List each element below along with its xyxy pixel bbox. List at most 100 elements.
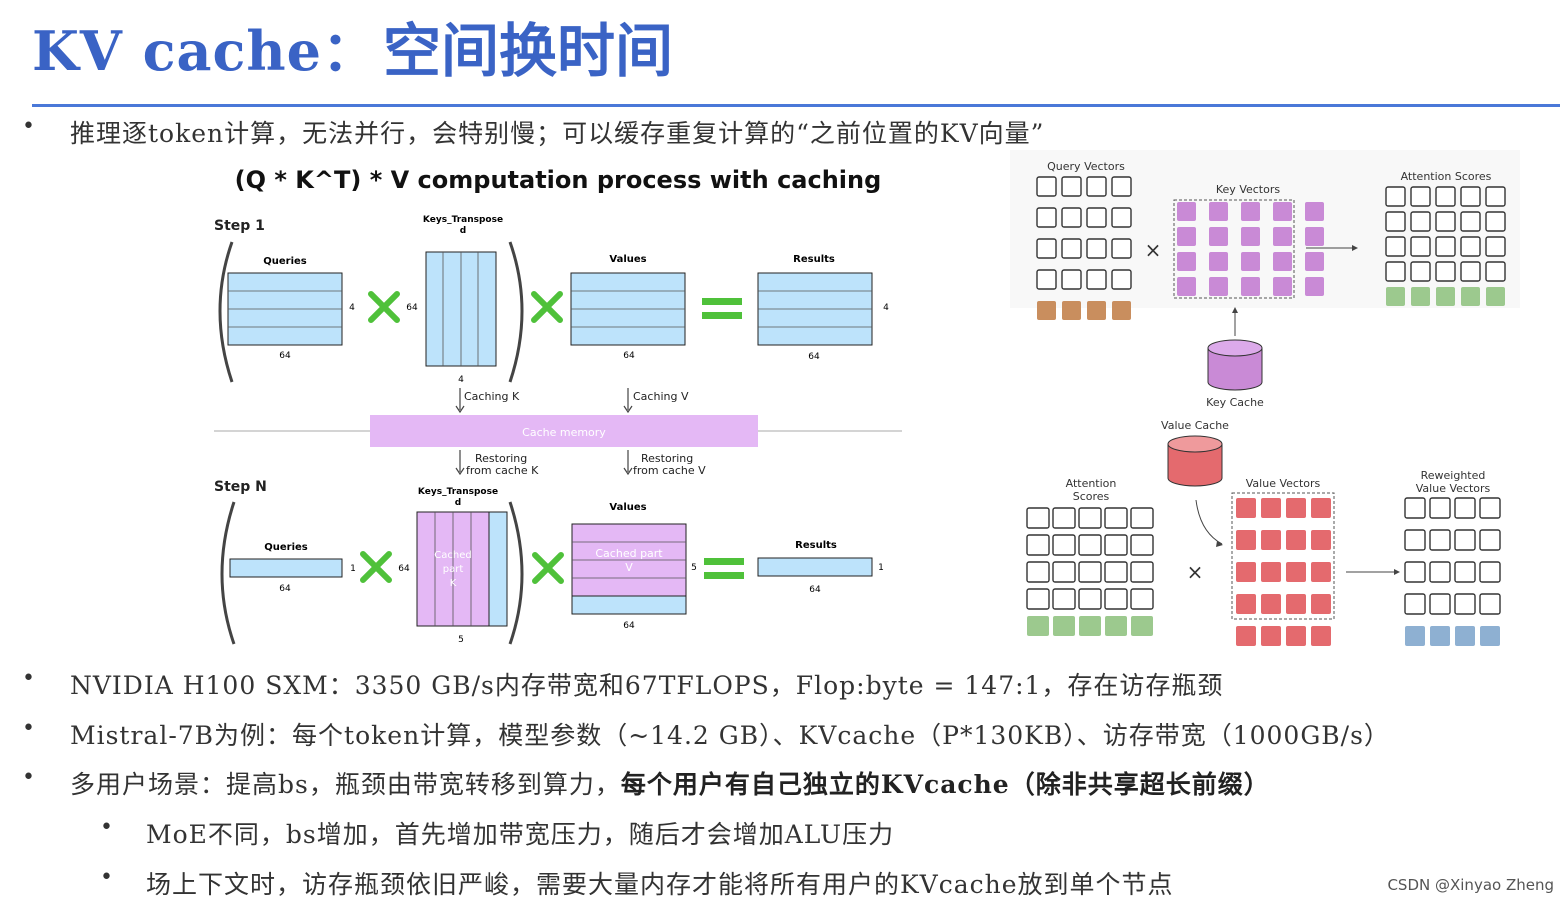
reweighted-value-grid-cell xyxy=(1429,497,1451,519)
reweighted-value-grid-cell xyxy=(1405,626,1425,646)
attention-scores-grid-cell xyxy=(1435,261,1456,282)
query-vectors-grid-cell xyxy=(1036,176,1057,197)
reweighted-value-grid xyxy=(1404,497,1501,646)
key-vectors-label: Key Vectors xyxy=(1216,183,1280,196)
value-vectors-grid-cell xyxy=(1236,594,1256,614)
key-vectors-grid-cell xyxy=(1177,252,1196,271)
query-vectors-grid-cell xyxy=(1086,207,1107,228)
attention-scores-grid-2-cell xyxy=(1104,561,1128,583)
values-label-n: Values xyxy=(609,502,646,513)
svg-text:d: d xyxy=(455,498,461,508)
attention-scores-grid-cell xyxy=(1486,287,1505,306)
key-vectors-grid-cell xyxy=(1177,202,1196,221)
reweighted-value-grid-cell xyxy=(1429,593,1451,615)
key-vectors-grid-cell xyxy=(1209,252,1228,271)
attention-scores-grid-cell xyxy=(1385,236,1406,257)
query-vectors-grid-cell xyxy=(1111,207,1132,228)
results-label: Results xyxy=(793,254,835,265)
attention-scores-grid-2-cell xyxy=(1052,507,1076,529)
query-vectors-grid-cell xyxy=(1111,269,1132,290)
sub-bullet-1: • MoE不同，bs增加，首先增加带宽压力，随后才会增加ALU压力 xyxy=(100,815,895,851)
attention-scores-grid-cell xyxy=(1411,287,1430,306)
key-vectors-grid-cell xyxy=(1305,252,1324,271)
reweighted-value-grid-cell xyxy=(1454,529,1476,551)
bullet-3-text: Mistral-7B为例：每个token计算，模型参数（~14.2 GB）、KV… xyxy=(70,721,1390,750)
attention-scores-grid-cell xyxy=(1410,261,1431,282)
bullet-2: • NVIDIA H100 SXM：3350 GB/s内存带宽和67TFLOPS… xyxy=(22,666,1223,702)
attention-scores-grid-cell xyxy=(1460,186,1481,207)
value-vectors-grid-cell xyxy=(1236,562,1256,582)
stepN-label: Step N xyxy=(214,479,267,495)
value-vectors-grid-cell xyxy=(1286,626,1306,646)
attention-scores-grid-2-cell xyxy=(1105,616,1127,636)
value-vectors-grid xyxy=(1236,498,1331,646)
caching-k-label: Caching K xyxy=(464,390,520,403)
svg-text:1: 1 xyxy=(878,563,884,573)
value-vectors-grid-cell xyxy=(1311,562,1331,582)
attention-scores-grid-cell xyxy=(1485,236,1506,257)
query-vectors-grid-cell xyxy=(1111,238,1132,259)
title-cjk: 空间换时间 xyxy=(383,17,674,85)
sub-bullet-2: • 场上下文时，访存瓶颈依旧严峻，需要大量内存才能将所有用户的KVcache放到… xyxy=(100,865,1174,901)
query-vectors-grid-cell xyxy=(1036,269,1057,290)
title-latin: KV cache： xyxy=(32,18,377,83)
value-vectors-grid-cell xyxy=(1236,498,1256,518)
attention-scores-grid-cell xyxy=(1435,236,1456,257)
key-vectors-grid-cell xyxy=(1273,227,1292,246)
key-vectors-grid-cell xyxy=(1209,277,1228,296)
svg-text:1: 1 xyxy=(350,564,356,574)
attention-scores-grid-2-cell xyxy=(1104,534,1128,556)
reweighted-value-grid-cell xyxy=(1480,626,1500,646)
svg-text:4: 4 xyxy=(883,303,889,313)
reweighted-value-grid-cell xyxy=(1429,529,1451,551)
attention-scores-grid-cell xyxy=(1485,211,1506,232)
value-vectors-grid-cell xyxy=(1236,626,1256,646)
attention-scores-grid-cell xyxy=(1410,211,1431,232)
equals-icon xyxy=(704,558,744,579)
query-vectors-grid-cell xyxy=(1061,269,1082,290)
key-vectors-grid xyxy=(1177,202,1324,296)
attention-scores-grid-2-cell xyxy=(1052,588,1076,610)
attention-scores-grid-2-cell xyxy=(1130,588,1154,610)
svg-text:64: 64 xyxy=(279,351,291,361)
multiply-icon xyxy=(360,551,392,583)
attention-scores-grid-2-cell xyxy=(1078,588,1102,610)
query-vectors-grid-cell xyxy=(1061,176,1082,197)
attention-scores-grid-cell xyxy=(1385,186,1406,207)
cache-memory-label: Cache memory xyxy=(522,426,606,439)
query-vectors-grid-cell xyxy=(1062,301,1081,320)
value-vectors-grid-cell xyxy=(1311,498,1331,518)
attention-scores-grid-cell xyxy=(1460,236,1481,257)
stepN-left-paren xyxy=(220,501,236,645)
reweighted-value-grid-cell xyxy=(1404,497,1426,519)
stepN-right-paren xyxy=(508,501,524,645)
reweighted-value-grid-cell xyxy=(1479,561,1501,583)
key-vectors-grid-cell xyxy=(1209,202,1228,221)
bullet-4-text-plain: 多用户场景：提高bs，瓶颈由带宽转移到算力， xyxy=(70,770,621,799)
attention-scores-grid-cell xyxy=(1435,186,1456,207)
query-vectors-grid xyxy=(1036,176,1132,320)
step1-right-paren xyxy=(508,241,524,383)
key-vectors-grid-cell xyxy=(1241,202,1260,221)
cache-memory-bar xyxy=(370,415,758,447)
value-vectors-grid-cell xyxy=(1311,594,1331,614)
attention-scores-grid-2-cell xyxy=(1078,561,1102,583)
watermark: CSDN @Xinyao Zheng xyxy=(1387,876,1554,894)
sub-bullet-1-text: MoE不同，bs增加，首先增加带宽压力，随后才会增加ALU压力 xyxy=(146,820,895,849)
query-vectors-grid-cell xyxy=(1086,176,1107,197)
value-cache-icon xyxy=(1167,435,1223,487)
attention-scores-grid-cell xyxy=(1410,186,1431,207)
value-vectors-grid-cell xyxy=(1261,562,1281,582)
keys-transpose-label: Keys_Transpose xyxy=(423,215,503,225)
results-label-n: Results xyxy=(795,540,837,551)
value-vectors-grid-cell xyxy=(1286,530,1306,550)
key-vectors-grid-cell xyxy=(1305,277,1324,296)
attention-scores-grid-cell xyxy=(1385,261,1406,282)
times-sign-1: × xyxy=(1145,238,1162,262)
bullet-3: • Mistral-7B为例：每个token计算，模型参数（~14.2 GB）、… xyxy=(22,716,1390,752)
times-sign-2: × xyxy=(1187,560,1204,584)
reweighted-value-grid-cell xyxy=(1479,593,1501,615)
reweighted-value-grid-cell xyxy=(1404,529,1426,551)
bullet-dot: • xyxy=(22,666,36,691)
right-diagram: Query Vectors × Key Vectors Attention Sc… xyxy=(1010,150,1520,646)
